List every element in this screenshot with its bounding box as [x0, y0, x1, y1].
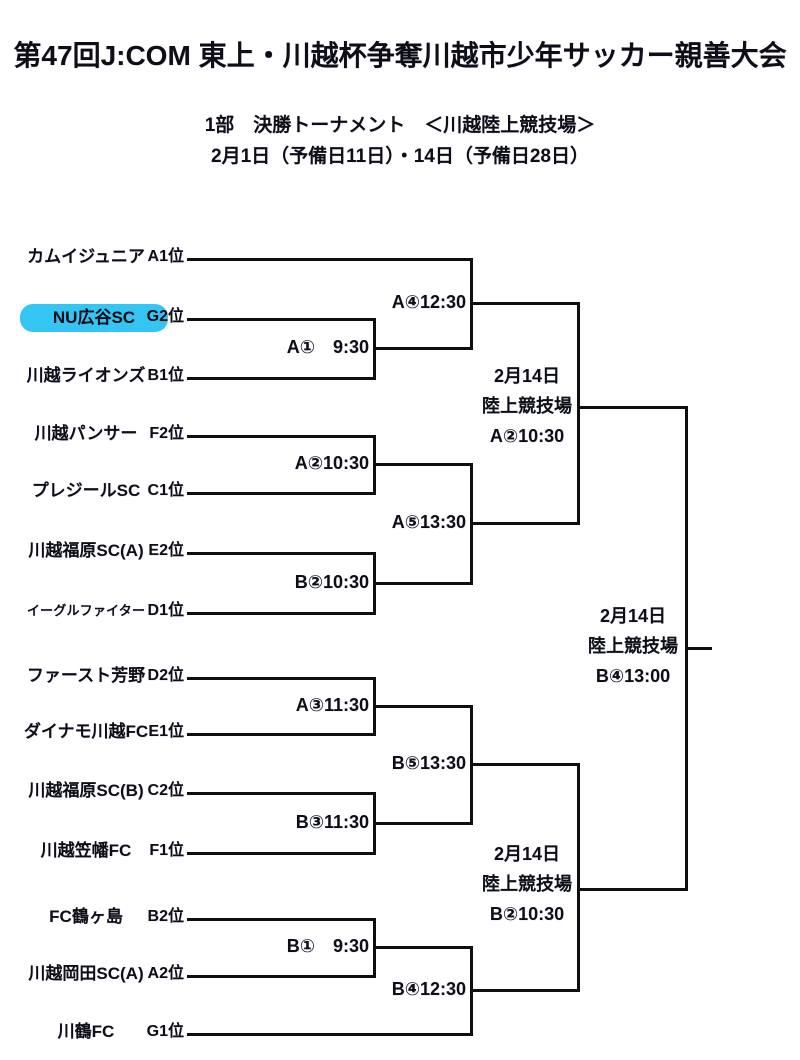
line-match-b1-exit — [373, 946, 473, 949]
final-match: B④13:00 — [595, 666, 671, 686]
semifinal-top-info: 2月14日 陸上競技場 A②10:30 — [435, 361, 619, 451]
line-champion-stub — [685, 647, 712, 650]
final-venue: 陸上競技場 — [588, 636, 678, 656]
line-team-eagle — [187, 612, 376, 615]
match-label-a3: A③11:30 — [295, 695, 369, 715]
line-semifinal-bottom-exit — [577, 888, 688, 891]
team-name: 川越パンサー — [34, 424, 138, 443]
subtitle-division-venue: 1部 決勝トーナメント ＜川越陸上競技場＞ — [204, 115, 596, 136]
team-seed: F1位 — [149, 842, 184, 859]
team-name: ファースト芳野 — [26, 666, 146, 685]
line-team-fukuhara-a — [187, 552, 376, 555]
line-team-kasahata — [187, 852, 376, 855]
team-seed: D2位 — [147, 667, 184, 684]
team-seed: E2位 — [148, 542, 184, 559]
page-title: 第47回J:COM 東上・川越杯争奪川越市少年サッカー親善大会 — [13, 40, 787, 71]
semifinal-top-date: 2月14日 — [493, 366, 561, 386]
line-match-b4-exit — [470, 989, 580, 992]
line-team-nu-hiroya — [187, 318, 376, 321]
semifinal-bottom-info: 2月14日 陸上競技場 B②10:30 — [435, 839, 619, 929]
team-name: 川越福原SC(A) — [28, 541, 144, 560]
semifinal-top-venue: 陸上競技場 — [482, 396, 572, 416]
team-seed: C2位 — [147, 782, 184, 799]
line-match-a4-exit — [470, 302, 580, 305]
line-semifinal-top-vertical — [577, 302, 580, 525]
team-name: FC鶴ヶ島 — [49, 907, 123, 926]
team-name: 川越福原SC(B) — [28, 781, 144, 800]
line-team-okada — [187, 975, 376, 978]
line-team-kamui — [187, 258, 473, 261]
line-match-a3-exit — [373, 705, 473, 708]
match-label-b5: B⑤13:30 — [391, 753, 466, 773]
line-team-panther — [187, 435, 376, 438]
match-label-b1: B① 9:30 — [286, 936, 369, 956]
semifinal-top-match: A②10:30 — [489, 426, 565, 446]
team-seed: A1位 — [147, 248, 184, 265]
line-team-kawatsuru — [187, 1033, 473, 1036]
line-match-b3-exit — [373, 822, 473, 825]
line-match-a5-exit — [470, 522, 580, 525]
team-name: 川越岡田SC(A) — [28, 964, 144, 983]
semifinal-bottom-venue: 陸上競技場 — [482, 874, 572, 894]
line-semifinal-top-exit — [577, 406, 688, 409]
semifinal-bottom-match: B②10:30 — [489, 904, 565, 924]
line-match-a1-exit — [373, 347, 473, 350]
line-team-tsurugashima — [187, 918, 376, 921]
line-team-lions — [187, 377, 376, 380]
team-name: カムイジュニア — [27, 247, 145, 266]
team-seed: E1位 — [148, 723, 184, 740]
team-name: ダイナモ川越FC — [23, 722, 149, 741]
line-semifinal-bottom-vertical — [577, 763, 580, 992]
match-label-b4: B④12:30 — [391, 979, 466, 999]
line-team-fukuhara-b — [187, 792, 376, 795]
subtitle-dates: 2月1日（予備日11日）・14日（予備日28日） — [211, 146, 589, 167]
team-seed: G2位 — [146, 308, 184, 325]
team-name: 川鶴FC — [57, 1022, 115, 1041]
team-seed: C1位 — [147, 482, 184, 499]
match-label-a2: A②10:30 — [294, 453, 369, 473]
team-seed: A2位 — [147, 965, 184, 982]
team-seed: D1位 — [147, 602, 184, 619]
team-name: プレジールSC — [31, 481, 141, 500]
line-team-dynamo — [187, 733, 376, 736]
match-label-a5: A⑤13:30 — [391, 512, 466, 532]
match-label-b3: B③11:30 — [295, 812, 369, 832]
semifinal-bottom-date: 2月14日 — [493, 844, 561, 864]
line-match-b2-exit — [373, 582, 473, 585]
team-name: 川越ライオンズ — [26, 366, 146, 385]
line-match-b5-exit — [470, 763, 580, 766]
final-info: 2月14日 陸上競技場 B④13:00 — [541, 601, 725, 691]
match-label-a1: A① 9:30 — [286, 337, 369, 357]
final-date: 2月14日 — [599, 606, 667, 626]
team-name: イーグルファイター — [26, 603, 146, 618]
line-team-first-yoshino — [187, 677, 376, 680]
line-match-a2-exit — [373, 463, 473, 466]
team-seed: B2位 — [147, 908, 184, 925]
match-label-b2: B②10:30 — [294, 572, 369, 592]
team-seed: B1位 — [147, 367, 184, 384]
team-seed: F2位 — [149, 425, 184, 442]
match-label-a4: A④12:30 — [391, 292, 466, 312]
team-name: 川越笠幡FC — [40, 841, 132, 860]
team-name-highlighted: NU広谷SC — [20, 304, 168, 332]
team-seed: G1位 — [146, 1023, 184, 1040]
line-team-plaisir — [187, 492, 376, 495]
